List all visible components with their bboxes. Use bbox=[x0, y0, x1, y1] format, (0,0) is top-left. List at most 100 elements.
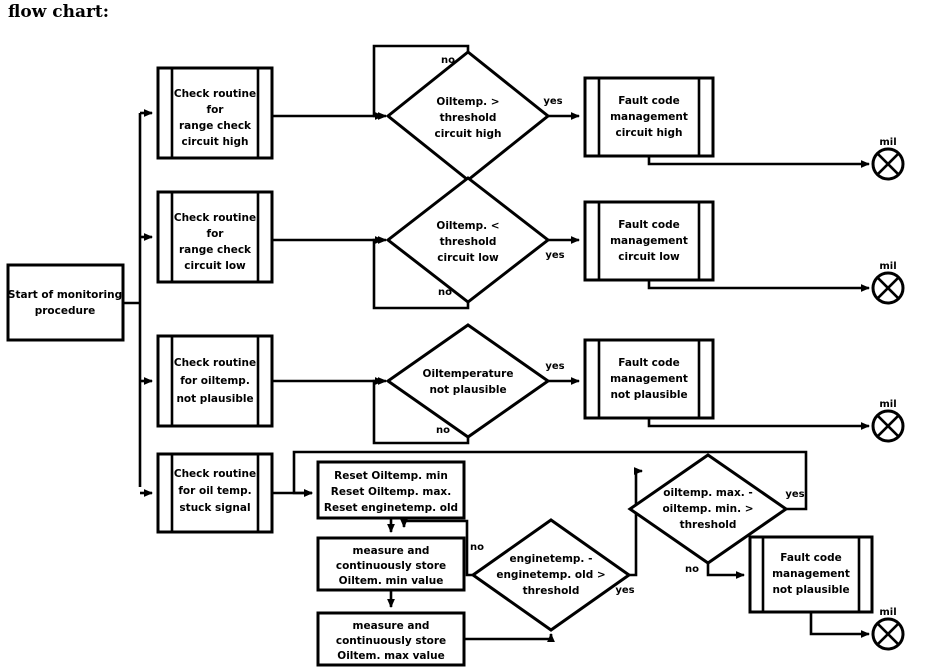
node-store-min[interactable]: measure and continuously store Oiltem. m… bbox=[316, 536, 466, 592]
node-mil-low-label: mil bbox=[879, 261, 896, 272]
node-fault-stuck-line-1: Fault code bbox=[780, 552, 841, 564]
node-start-line-1: Start of monitoring bbox=[8, 289, 122, 301]
edge-label-no-high: no bbox=[441, 55, 455, 66]
node-check-implausible-line-2: for oiltemp. bbox=[180, 375, 250, 387]
node-store-max[interactable]: measure and continuously store Oiltem. m… bbox=[316, 611, 466, 667]
node-dec-high-line-2: threshold bbox=[440, 112, 497, 124]
edge-fault-high-to-mil bbox=[647, 156, 870, 168]
edge-label-no-implausible: no bbox=[436, 425, 450, 436]
node-mil-low[interactable]: mil bbox=[871, 261, 905, 305]
node-check-high-line-2: for bbox=[207, 104, 225, 116]
node-dec-high-line-3: circuit high bbox=[434, 128, 501, 140]
node-store-max-line-3: Oiltem. max value bbox=[337, 650, 444, 662]
node-fault-low-line-1: Fault code bbox=[618, 219, 679, 231]
edge-dec-implausible-yes: yes bbox=[545, 361, 580, 385]
node-mil-stuck-label: mil bbox=[879, 607, 896, 618]
node-reset-line-2: Reset Oiltemp. max. bbox=[331, 486, 451, 498]
node-check-low[interactable]: Check routine for range check circuit lo… bbox=[156, 190, 274, 284]
edge-dec-enginetemp-no-loop: no bbox=[400, 519, 484, 577]
node-mil-implausible[interactable]: mil bbox=[871, 399, 905, 443]
node-dec-enginetemp-line-1: enginetemp. - bbox=[510, 553, 593, 565]
node-start-line-2: procedure bbox=[35, 305, 96, 317]
node-dec-enginetemp-line-3: threshold bbox=[523, 585, 580, 597]
node-dec-oiltemp-span-line-2: oiltemp. min. > bbox=[662, 503, 753, 515]
node-check-stuck-line-3: stuck signal bbox=[179, 502, 250, 514]
node-fault-high-line-3: circuit high bbox=[615, 127, 682, 139]
node-fault-low-line-3: circuit low bbox=[618, 251, 680, 263]
node-check-implausible-line-3: not plausible bbox=[176, 393, 253, 405]
edge-dec-enginetemp-yes: yes bbox=[615, 467, 643, 596]
node-check-implausible-line-1: Check routine bbox=[174, 357, 256, 369]
node-dec-enginetemp-line-2: enginetemp. old > bbox=[496, 569, 605, 581]
node-check-high-line-1: Check routine bbox=[174, 88, 256, 100]
node-store-max-line-2: continuously store bbox=[336, 635, 446, 647]
edge-label-yes-span: yes bbox=[785, 489, 804, 500]
edge-label-no-low: no bbox=[438, 287, 452, 298]
node-fault-stuck-line-3: not plausible bbox=[772, 584, 849, 596]
node-dec-low-line-1: Oiltemp. < bbox=[436, 220, 499, 232]
edge-label-yes-enginetemp: yes bbox=[615, 585, 634, 596]
node-dec-high-line-1: Oiltemp. > bbox=[436, 96, 499, 108]
edge-dec-low-yes: yes bbox=[545, 236, 580, 261]
edge-dec-implausible-no-loop: no bbox=[372, 377, 470, 445]
node-store-max-line-1: measure and bbox=[353, 620, 430, 632]
edge-store-max-to-dec-enginetemp bbox=[464, 633, 555, 642]
node-fault-implausible-line-2: management bbox=[610, 373, 688, 385]
node-start[interactable]: Start of monitoring procedure bbox=[6, 263, 125, 342]
node-dec-oiltemp-span[interactable]: oiltemp. max. - oiltemp. min. > threshol… bbox=[627, 453, 789, 565]
page-title: flow chart: bbox=[8, 2, 110, 22]
node-check-low-line-3: range check bbox=[179, 244, 252, 256]
edge-dec-low-no-loop: no bbox=[372, 236, 470, 310]
edge-fault-implausible-to-mil bbox=[647, 418, 870, 430]
node-dec-implausible-line-1: Oiltemperature bbox=[423, 368, 514, 380]
node-dec-high[interactable]: Oiltemp. > threshold circuit high bbox=[385, 50, 551, 182]
edge-dec-oiltemp-span-no: no bbox=[685, 563, 745, 579]
edge-dec-oiltemp-span-yes-loop: yes bbox=[292, 450, 808, 511]
node-mil-implausible-label: mil bbox=[879, 399, 896, 410]
node-check-low-line-1: Check routine bbox=[174, 212, 256, 224]
edge-label-yes-high: yes bbox=[543, 96, 562, 107]
node-fault-implausible-line-1: Fault code bbox=[618, 357, 679, 369]
node-reset-line-3: Reset enginetemp. old bbox=[324, 502, 458, 514]
edge-fault-stuck-to-mil bbox=[809, 612, 870, 638]
edge-dec-high-no-loop: no bbox=[372, 44, 470, 120]
node-check-stuck-line-2: for oil temp. bbox=[178, 485, 251, 497]
node-fault-stuck[interactable]: Fault code management not plausible bbox=[748, 535, 874, 614]
node-mil-stuck[interactable]: mil bbox=[871, 607, 905, 651]
node-fault-implausible-line-3: not plausible bbox=[610, 389, 687, 401]
node-store-min-line-1: measure and bbox=[353, 545, 430, 557]
node-fault-low[interactable]: Fault code management circuit low bbox=[583, 200, 715, 282]
edge-label-yes-implausible: yes bbox=[545, 361, 564, 372]
node-check-high[interactable]: Check routine for range check circuit hi… bbox=[156, 66, 274, 160]
node-fault-implausible[interactable]: Fault code management not plausible bbox=[583, 338, 715, 420]
node-mil-high[interactable]: mil bbox=[871, 137, 905, 181]
node-check-implausible[interactable]: Check routine for oiltemp. not plausible bbox=[156, 334, 274, 428]
node-reset-line-1: Reset Oiltemp. min bbox=[334, 470, 448, 482]
edge-label-no-span: no bbox=[685, 564, 699, 575]
node-dec-low[interactable]: Oiltemp. < threshold circuit low bbox=[385, 176, 551, 304]
node-dec-oiltemp-span-line-1: oiltemp. max. - bbox=[663, 487, 752, 499]
node-check-low-line-2: for bbox=[207, 228, 225, 240]
node-store-min-line-3: Oiltem. min value bbox=[339, 575, 444, 587]
node-mil-high-label: mil bbox=[879, 137, 896, 148]
node-check-stuck[interactable]: Check routine for oil temp. stuck signal bbox=[156, 452, 274, 534]
node-reset[interactable]: Reset Oiltemp. min Reset Oiltemp. max. R… bbox=[316, 460, 466, 520]
edge-label-yes-low: yes bbox=[545, 250, 564, 261]
node-dec-low-line-3: circuit low bbox=[437, 252, 499, 264]
node-fault-stuck-line-2: management bbox=[772, 568, 850, 580]
node-dec-enginetemp[interactable]: enginetemp. - enginetemp. old > threshol… bbox=[470, 518, 632, 632]
edge-dec-high-yes: yes bbox=[543, 96, 580, 120]
node-fault-high-line-2: management bbox=[610, 111, 688, 123]
node-check-stuck-line-1: Check routine bbox=[174, 468, 256, 480]
node-dec-implausible-line-2: not plausible bbox=[429, 384, 506, 396]
edge-label-no-enginetemp: no bbox=[470, 542, 484, 553]
edge-start-distribution bbox=[123, 109, 153, 497]
node-dec-oiltemp-span-line-3: threshold bbox=[680, 519, 737, 531]
node-dec-low-line-2: threshold bbox=[440, 236, 497, 248]
node-fault-high[interactable]: Fault code management circuit high bbox=[583, 76, 715, 158]
node-dec-implausible[interactable]: Oiltemperature not plausible bbox=[385, 323, 551, 439]
edge-fault-low-to-mil bbox=[647, 280, 870, 292]
node-fault-high-line-1: Fault code bbox=[618, 95, 679, 107]
node-fault-low-line-2: management bbox=[610, 235, 688, 247]
